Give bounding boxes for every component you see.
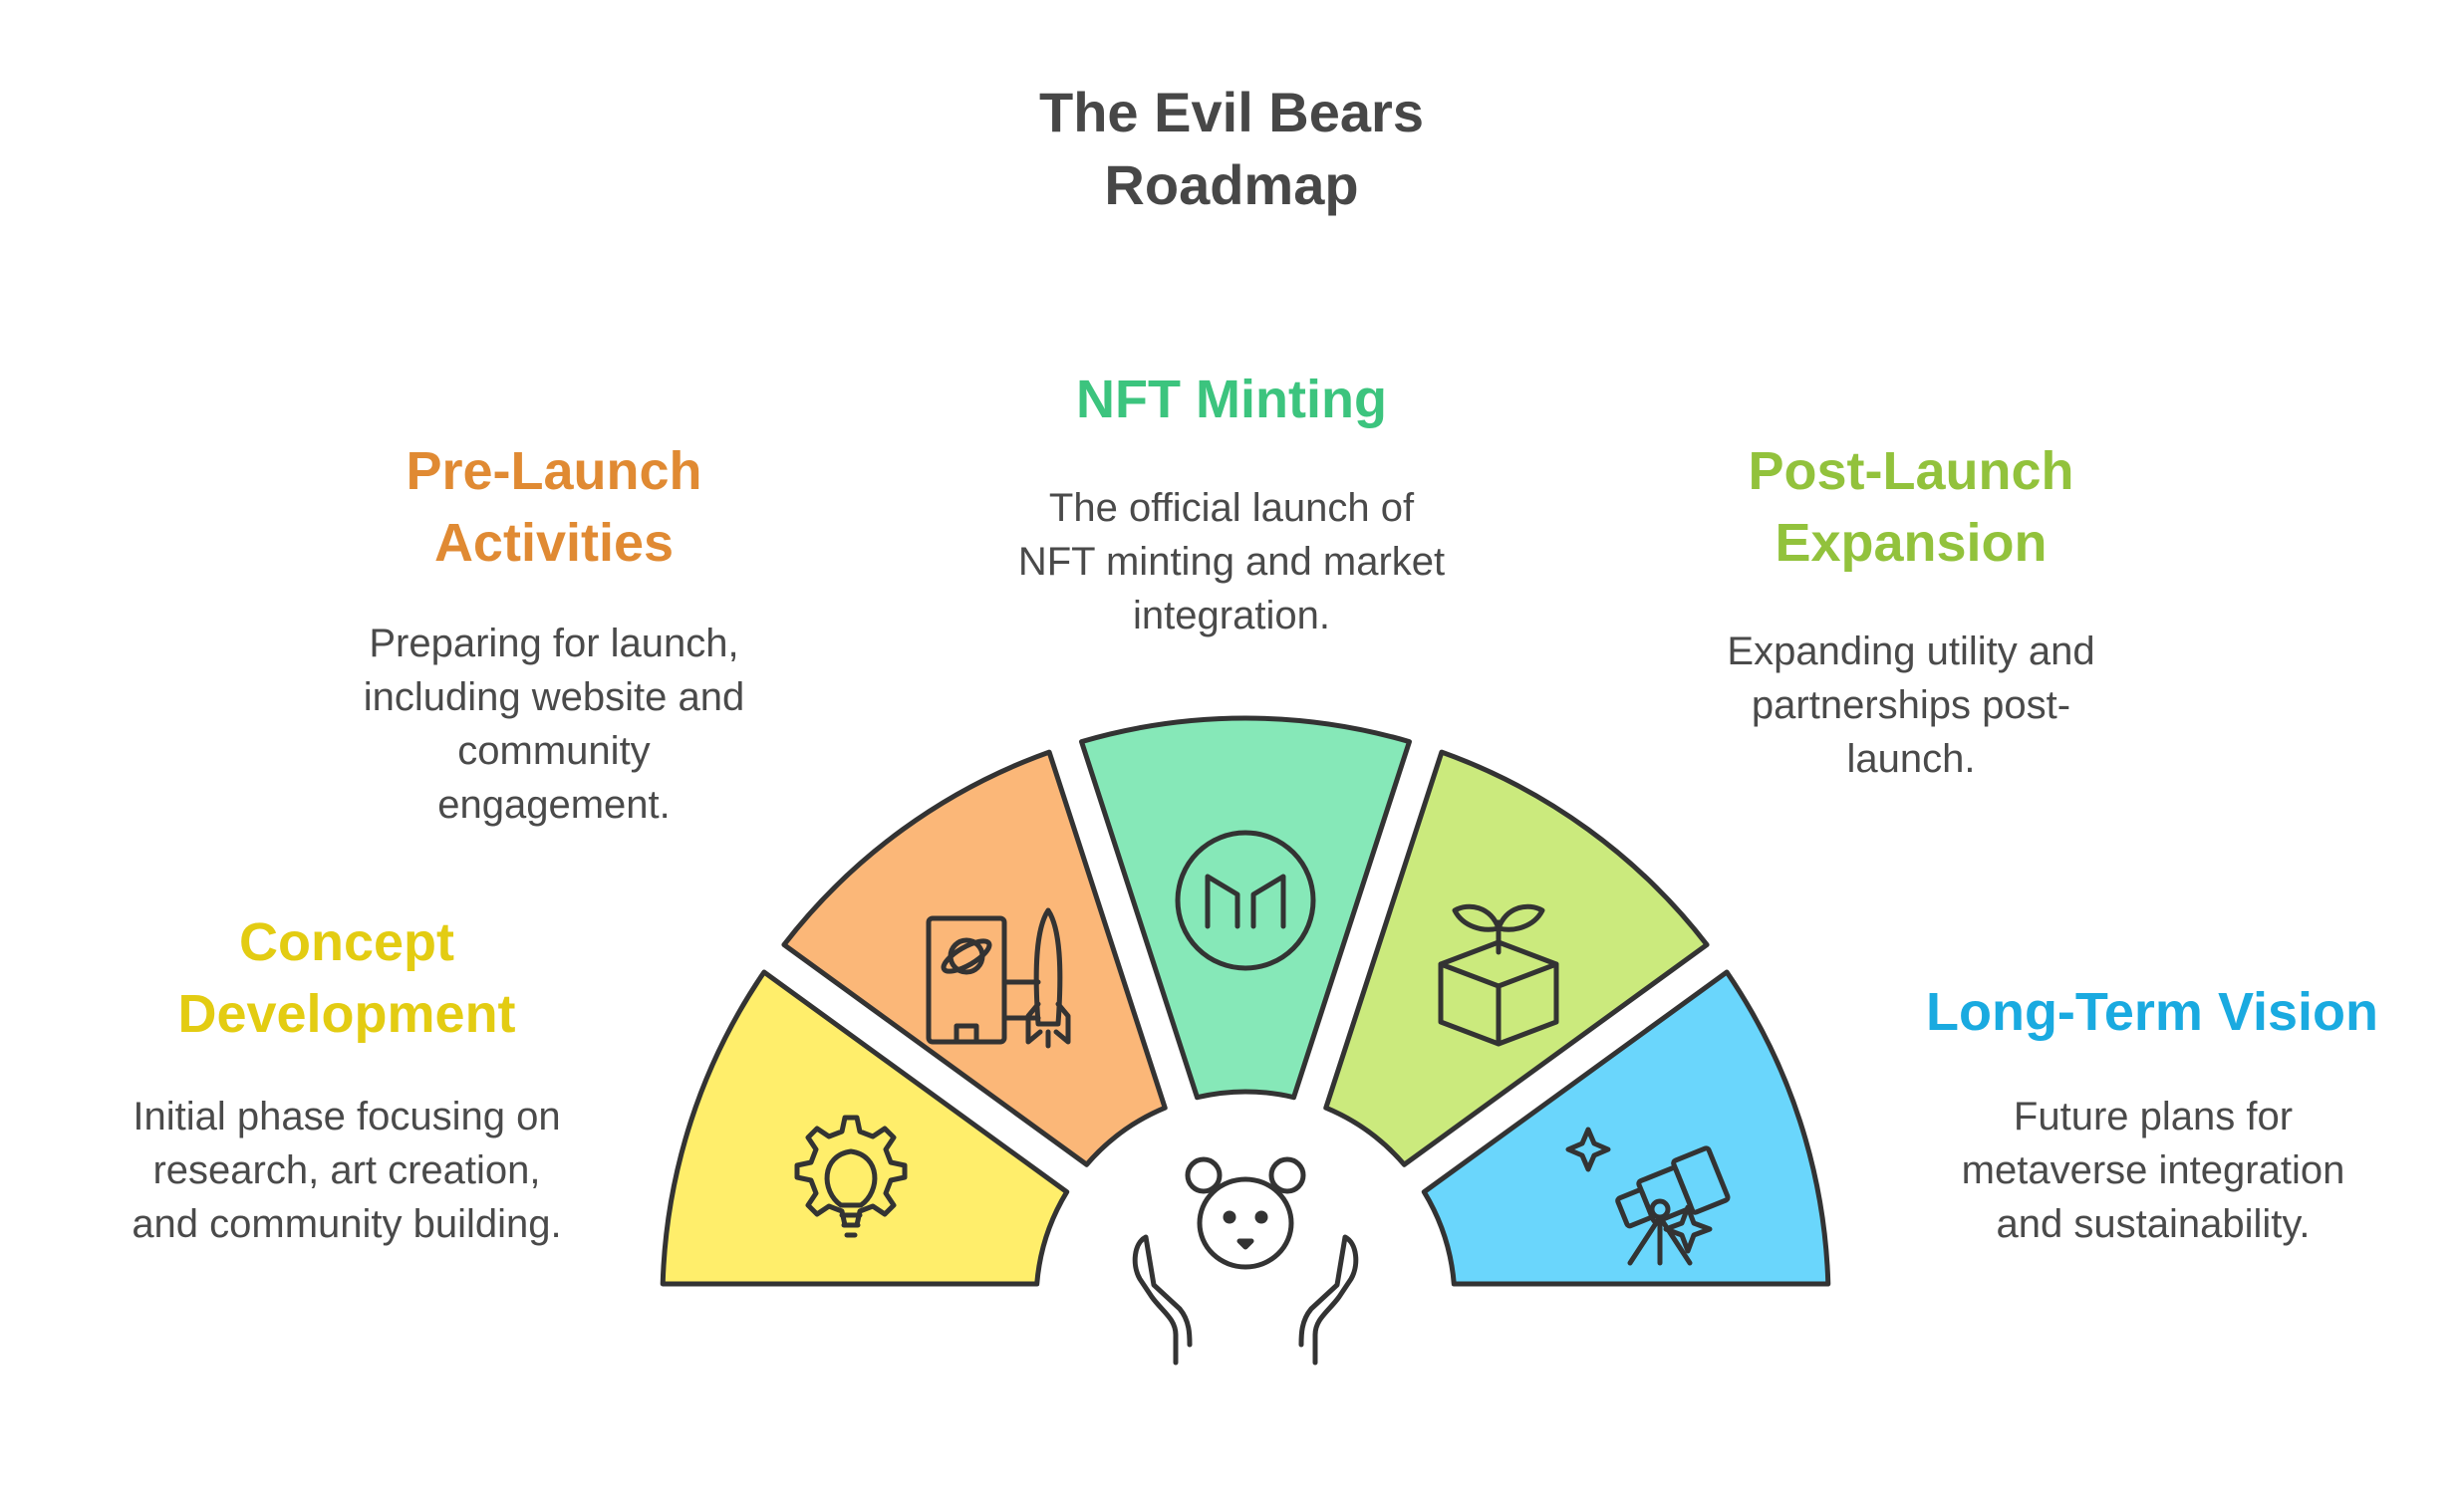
rocket-planet-icon <box>926 907 1071 1049</box>
phase-desc-vision: Future plans for metaverse integration a… <box>1909 1090 2397 1251</box>
page-title-line-2: Roadmap <box>1104 153 1359 216</box>
phase-desc-line: community <box>457 729 651 773</box>
phase-desc-line: and sustainability. <box>1996 1202 2311 1246</box>
sprouting-box-icon <box>1438 903 1559 1047</box>
phase-title-line: Expansion <box>1775 513 2048 573</box>
maker-logo-icon <box>1175 830 1316 971</box>
segment-concept <box>660 969 1070 1287</box>
phase-desc-line: and community building. <box>132 1202 562 1246</box>
phase-desc-line: research, art creation, <box>152 1148 541 1192</box>
page-title-line-1: The Evil Bears <box>1039 81 1424 143</box>
phase-title-postlaunch: Post-Launch Expansion <box>1712 435 2110 579</box>
telescope-sparkles-icon <box>1565 1127 1731 1266</box>
phase-title-line: Pre-Launch <box>406 441 702 501</box>
segment-minting <box>1079 715 1412 1101</box>
phase-desc-line: engagement. <box>437 783 671 827</box>
phase-title-line: Concept <box>239 912 454 972</box>
phase-title-line: Development <box>177 984 516 1044</box>
segment-postlaunch <box>1323 749 1710 1167</box>
lightbulb-gear-icon <box>794 1115 908 1238</box>
phase-title-vision: Long-Term Vision <box>1873 976 2431 1048</box>
bear-in-hands-icon <box>1132 1156 1359 1366</box>
phase-desc-line: including website and <box>363 675 745 719</box>
phase-desc-minting: The official launch of NFT minting and m… <box>972 481 1491 642</box>
phase-desc-line: The official launch of <box>1048 486 1415 530</box>
phase-desc-line: launch. <box>1846 737 1976 781</box>
phase-title-minting: NFT Minting <box>1032 364 1431 435</box>
phase-title-concept: Concept Development <box>147 906 546 1050</box>
phase-desc-prelaunch: Preparing for launch, including website … <box>315 617 793 832</box>
phase-desc-line: Preparing for launch, <box>369 622 739 665</box>
page-title: The Evil Bears Roadmap <box>933 76 1530 221</box>
roadmap-segments <box>660 715 1831 1287</box>
phase-desc-line: metaverse integration <box>1961 1148 2345 1192</box>
phase-desc-line: integration. <box>1133 594 1330 637</box>
phase-desc-line: Future plans for <box>2013 1095 2294 1138</box>
phase-desc-line: Initial phase focusing on <box>133 1095 561 1138</box>
phase-desc-line: Expanding utility and <box>1727 630 2095 673</box>
phase-desc-line: NFT minting and market <box>1017 540 1446 584</box>
phase-desc-line: partnerships post- <box>1751 683 2071 727</box>
phase-title-line: Activities <box>433 513 675 573</box>
segment-vision <box>1421 969 1831 1287</box>
segment-prelaunch <box>781 749 1168 1167</box>
phase-title-line: Post-Launch <box>1748 441 2074 501</box>
phase-desc-postlaunch: Expanding utility and partnerships post-… <box>1682 625 2140 786</box>
phase-desc-concept: Initial phase focusing on research, art … <box>63 1090 631 1251</box>
phase-title-line: Long-Term Vision <box>1925 982 2379 1042</box>
phase-title-prelaunch: Pre-Launch Activities <box>355 435 753 579</box>
phase-title-line: NFT Minting <box>1076 370 1387 429</box>
